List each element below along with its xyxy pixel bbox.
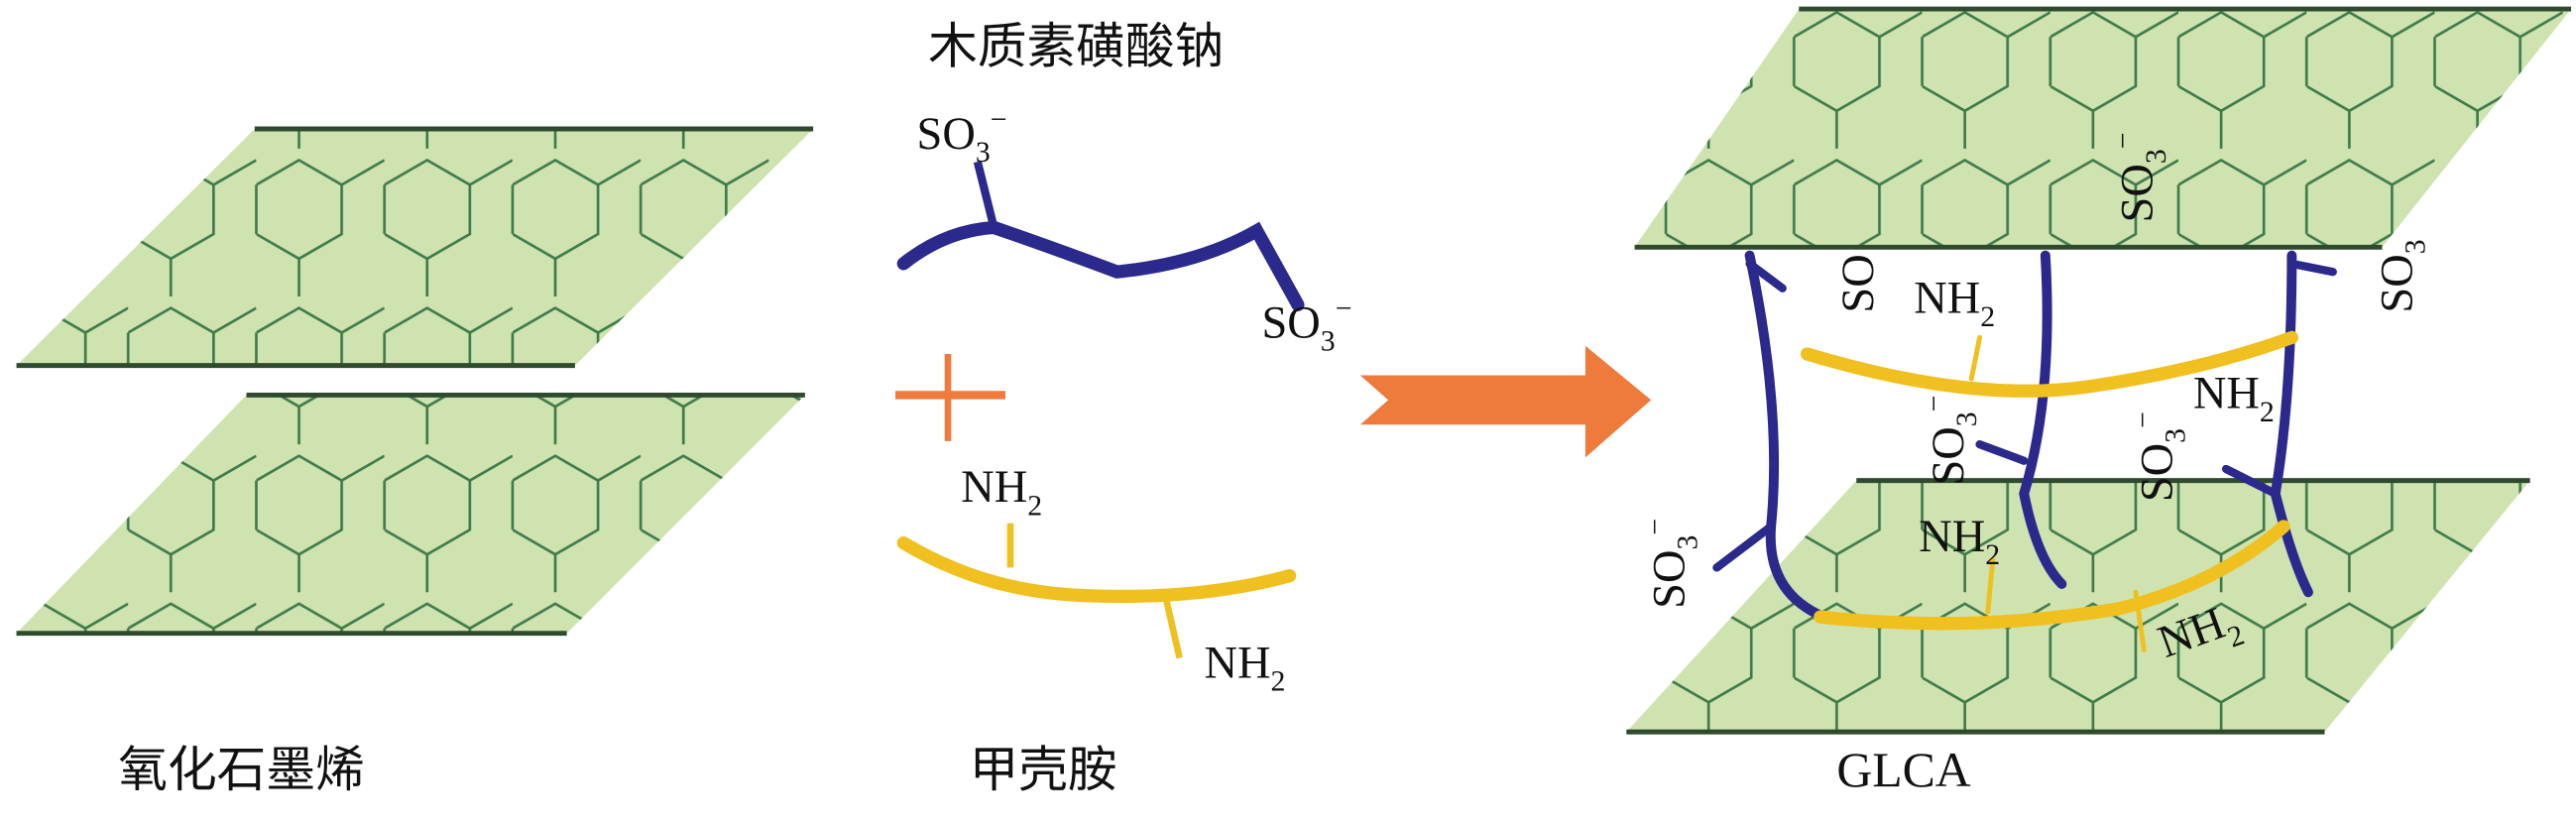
reaction-arrow-icon [1359,345,1652,458]
amine-label: NH2 [1204,638,1285,697]
lignosulfonate-chain [896,161,1305,311]
label-chitosan: 甲壳胺 [970,741,1117,798]
label-lignosulfonate: 木质素磺酸钠 [928,18,1224,75]
glca-sheet-top [1634,6,2572,250]
graphene-oxide-sheet-bottom [16,392,805,637]
amine-label: NH2 [961,462,1042,522]
label-graphene-oxide: 氧化石墨烯 [118,741,364,798]
sulfonate-label: SO3 [2372,239,2431,312]
glca-sheet-bottom [1626,478,2530,735]
amine-label: NH2 [2193,369,2275,428]
sulfonate-label: SO3− [917,103,1007,169]
label-glca: GLCA [1836,743,1970,797]
sulfonate-label: SO3− [2107,132,2172,222]
graphene-oxide-sheet-top [16,126,814,369]
crosslink-chains [1712,250,2337,652]
sulfonate-label: SO3− [1638,519,1703,609]
sulfonate-label: SO3− [1261,293,1351,358]
plus-icon [895,354,1006,441]
amine-label: NH2 [1919,512,2000,571]
sulfonate-label: SO3− [1918,396,1983,486]
amine-label: NH2 [1914,274,1995,333]
sulfonate-label: SO3− [2127,412,2192,502]
sulfonate-label: SO [1833,254,1884,312]
chitosan-chain [896,523,1297,659]
